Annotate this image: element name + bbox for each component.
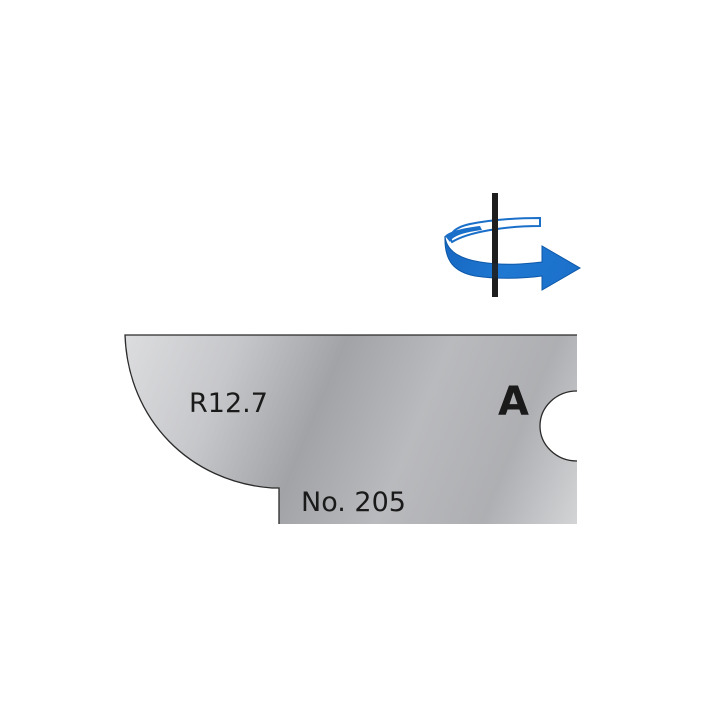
- part-number-label: No. 205: [301, 487, 406, 518]
- blade-notch-outline: [539, 390, 578, 462]
- profile-radius-label: R12.7: [189, 388, 268, 419]
- blade-outline: [125, 335, 577, 524]
- side-marker-label: A: [498, 379, 529, 425]
- cutter-blade: R12.7 No. 205 A: [124, 334, 578, 524]
- spindle-axis-line: [492, 193, 498, 297]
- rotation-arrow-front: [444, 226, 581, 291]
